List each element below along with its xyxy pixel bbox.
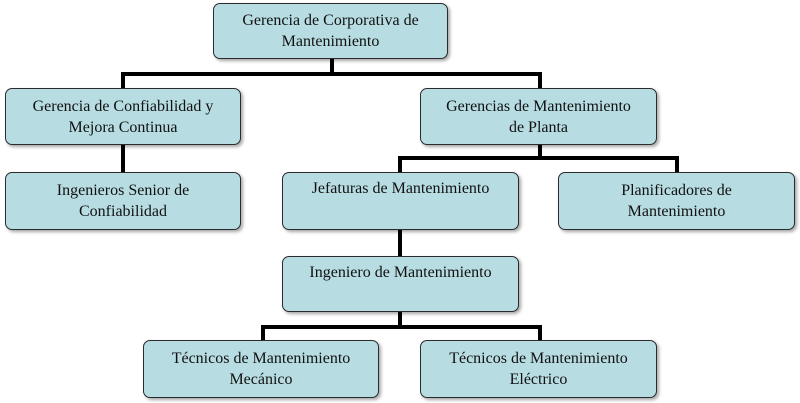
node-tecnicos-electrico: Técnicos de Mantenimiento Eléctrico: [420, 340, 657, 398]
node-label-line: Ingenieros Senior de: [56, 182, 190, 199]
node-label-line: Técnicos de Mantenimiento: [171, 350, 351, 367]
node-label-line: Mecánico: [229, 371, 293, 388]
node-gerencia-corporativa: Gerencia de Corporativa de Mantenimiento: [213, 3, 448, 59]
node-planificadores: Planificadores de Mantenimiento: [558, 172, 795, 230]
node-label-line: Mantenimiento: [627, 203, 726, 220]
node-label-line: Planificadores de: [621, 182, 732, 199]
node-ingenieros-senior: Ingenieros Senior de Confiabilidad: [5, 172, 241, 230]
node-label-line: Gerencia de Corporativa de: [242, 12, 419, 29]
node-label-line: Mantenimiento: [281, 33, 380, 50]
node-ingeniero-mantenimiento: Ingeniero de Mantenimiento: [282, 256, 519, 312]
node-tecnicos-mecanico: Técnicos de Mantenimiento Mecánico: [143, 340, 379, 398]
node-label-line: de Planta: [508, 118, 569, 136]
node-label-line: Confiabilidad: [79, 203, 167, 220]
node-label-line: Eléctrico: [509, 371, 568, 388]
node-label-line: Mejora Continua: [68, 118, 178, 136]
node-label-line: Gerencia de Confiabilidad y: [32, 97, 214, 115]
node-label-line: Jefaturas de Mantenimiento: [311, 180, 490, 197]
node-label-line: Gerencias de Mantenimiento: [446, 97, 631, 115]
node-label-line: Ingeniero de Mantenimiento: [309, 264, 492, 281]
node-label-line: Técnicos de Mantenimiento: [449, 350, 628, 367]
node-gerencia-confiabilidad: Gerencia de Confiabilidad y Mejora Conti…: [5, 88, 241, 145]
node-jefaturas: Jefaturas de Mantenimiento: [282, 172, 519, 230]
node-gerencias-planta: Gerencias de Mantenimiento de Planta: [420, 88, 657, 145]
